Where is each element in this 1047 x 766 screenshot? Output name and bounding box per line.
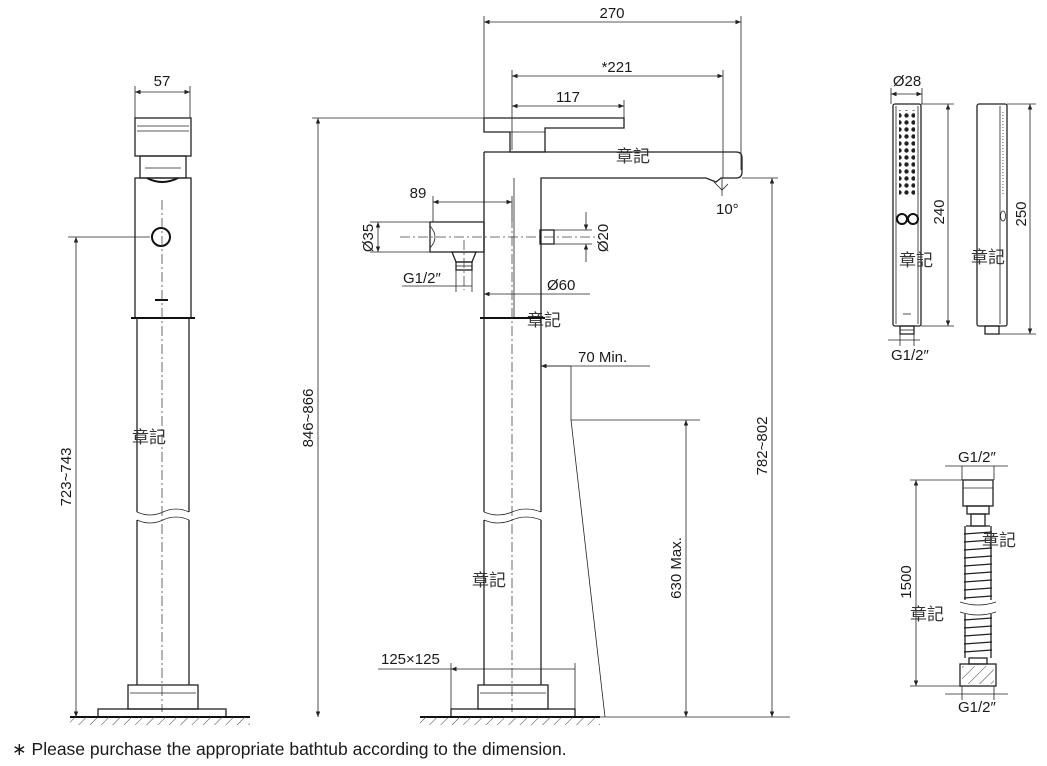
side-width-label: 57 (154, 73, 171, 90)
spray-switch-icon (907, 213, 919, 225)
footnote: ∗ Please purchase the appropriate bathtu… (12, 739, 567, 759)
spray-nozzles (899, 110, 915, 196)
shower-thread-label: G1/2″ (891, 347, 930, 364)
hose-stamp-2: 章記 (910, 605, 944, 625)
front-stamp-3: 章記 (472, 571, 506, 591)
holder-thread-label: G1/2″ (403, 270, 442, 287)
hand-shower-views: Ø28 G1/2″ 240 250 章記 章記 (888, 73, 1036, 364)
pipe-diameter-label: Ø60 (547, 277, 575, 294)
spray-mode-icon (896, 213, 908, 225)
side-height-label: 723~743 (58, 448, 75, 507)
handle-width-label: 117 (556, 89, 580, 106)
base-size-label: 125×125 (381, 651, 440, 668)
clearance-label: 70 Min. (578, 349, 627, 366)
hose-length-label: 1500 (898, 565, 915, 598)
hose-top-thread-label: G1/2″ (958, 449, 997, 466)
front-stamp-1: 章記 (616, 147, 650, 167)
hose-stamp-1: 章記 (982, 531, 1016, 551)
front-view: 270 *221 117 10° 章記 章記 章記 89 (300, 5, 790, 725)
side-view: 57 723~743 章記 (58, 73, 250, 725)
overall-width-label: 270 (599, 5, 624, 22)
shower-diameter-label: Ø28 (893, 73, 921, 90)
spout-height-label: 782~802 (754, 417, 771, 476)
overall-height-label: 846~866 (300, 389, 317, 448)
hose-bottom-thread-label: G1/2″ (958, 699, 997, 716)
holder-nozzle-label: Ø20 (595, 224, 612, 252)
shower-stamp-1: 章記 (899, 251, 933, 271)
front-stamp-2: 章記 (527, 311, 561, 331)
shower-length-label: 240 (931, 199, 948, 224)
shower-total-length-label: 250 (1013, 201, 1030, 226)
holder-offset-label: 89 (410, 185, 427, 202)
side-outlet-circle (151, 227, 171, 247)
tub-height-label: 630 Max. (668, 537, 685, 599)
angle-label: 10° (716, 201, 739, 218)
reach-label: *221 (602, 59, 633, 76)
holder-diameter-label: Ø35 (360, 224, 377, 252)
shower-stamp-2: 章記 (971, 248, 1005, 268)
hose-view: G1/2″ G1/2″ 1500 章記 章記 (898, 449, 1016, 716)
side-stamp: 章記 (132, 428, 166, 448)
